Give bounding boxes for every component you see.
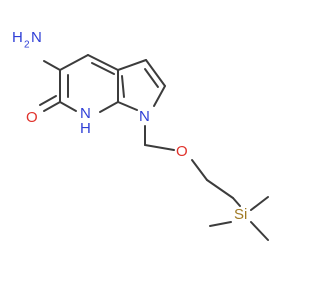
amino-h-label: H (12, 29, 23, 46)
bond-c6-o-double (39, 95, 57, 106)
bond-c6-o (43, 101, 61, 112)
bond-c3-c2 (145, 59, 166, 87)
bond-ch2-si (232, 197, 241, 207)
bond-n1-c7a (117, 101, 138, 111)
bond-c5-c4 (59, 54, 89, 71)
bond-ch2-o (144, 144, 175, 151)
pyrrole-n-label: N (139, 108, 150, 125)
amino-h-subscript: 2 (24, 40, 30, 51)
bond-c5-n-amino (43, 60, 61, 71)
bond-c7a-inner (121, 75, 125, 98)
bond-c4-c3a (87, 54, 119, 71)
bond-si-me3 (209, 221, 232, 227)
molecule-structure: H 2 N O N H N O Si (12, 29, 269, 241)
ring-nh-n-label: N (80, 105, 91, 122)
bond-c3-c2-double (144, 68, 159, 88)
carbonyl-o-label: O (26, 109, 38, 126)
bond-si-me1 (250, 196, 269, 211)
bond-c4-c3a-double (91, 62, 115, 75)
silicon-label: Si (234, 206, 247, 223)
bond-c7a-n7 (99, 101, 119, 113)
ether-o-label: O (176, 143, 188, 160)
bond-o-ch2 (191, 159, 208, 181)
bond-c2-n1 (153, 85, 166, 107)
bond-c3a-c3 (117, 59, 147, 71)
bond-ch2-ch2 (206, 179, 234, 199)
ring-nh-h-label: H (80, 120, 91, 137)
bond-si-me2 (250, 221, 269, 241)
amino-n-label: N (31, 29, 42, 46)
bond-n7-c6 (59, 101, 77, 112)
